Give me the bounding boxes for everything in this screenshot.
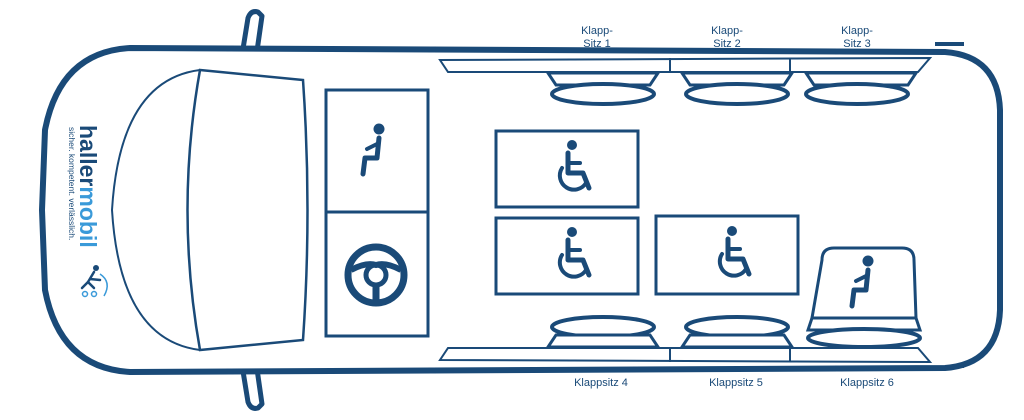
fold-seat-4 <box>545 315 661 349</box>
logo-name-part2: mobil <box>75 186 101 247</box>
hood-curve <box>110 69 201 351</box>
fold-seat-3 <box>803 71 919 106</box>
fold-seat-6 <box>805 246 923 349</box>
logo-name-part1: haller <box>75 125 101 186</box>
seat-2-label-line2: Sitz 2 <box>713 38 741 50</box>
fold-seat-2 <box>679 71 795 106</box>
seat-1-label-line2: Sitz 1 <box>583 38 611 50</box>
seat-1-label-line1: Klapp- <box>581 25 613 37</box>
person-with-trolley-icon <box>80 265 108 298</box>
seat-3-label-line2: Sitz 3 <box>843 38 871 50</box>
seat-4-label: Klappsitz 4 <box>574 377 628 389</box>
logo-tagline: sicher. kompetent. verlässlich. <box>67 127 77 240</box>
seat-6-label: Klappsitz 6 <box>840 377 894 389</box>
fold-seat-5 <box>679 315 795 349</box>
seat-3-label-line1: Klapp- <box>841 25 873 37</box>
hallermobil-logo: hallermobil sicher. kompetent. verlässli… <box>67 125 101 248</box>
svg-text:hallermobil: hallermobil <box>75 125 101 248</box>
fold-seat-1 <box>545 71 661 106</box>
driver-seat <box>324 210 430 338</box>
steering-wheel-icon <box>344 243 408 307</box>
door-rail-bottom <box>438 347 933 364</box>
seat-5-label: Klappsitz 5 <box>709 377 763 389</box>
seat-2-label-line1: Klapp- <box>711 25 743 37</box>
windshield <box>186 68 309 352</box>
door-rail-top <box>438 56 933 73</box>
